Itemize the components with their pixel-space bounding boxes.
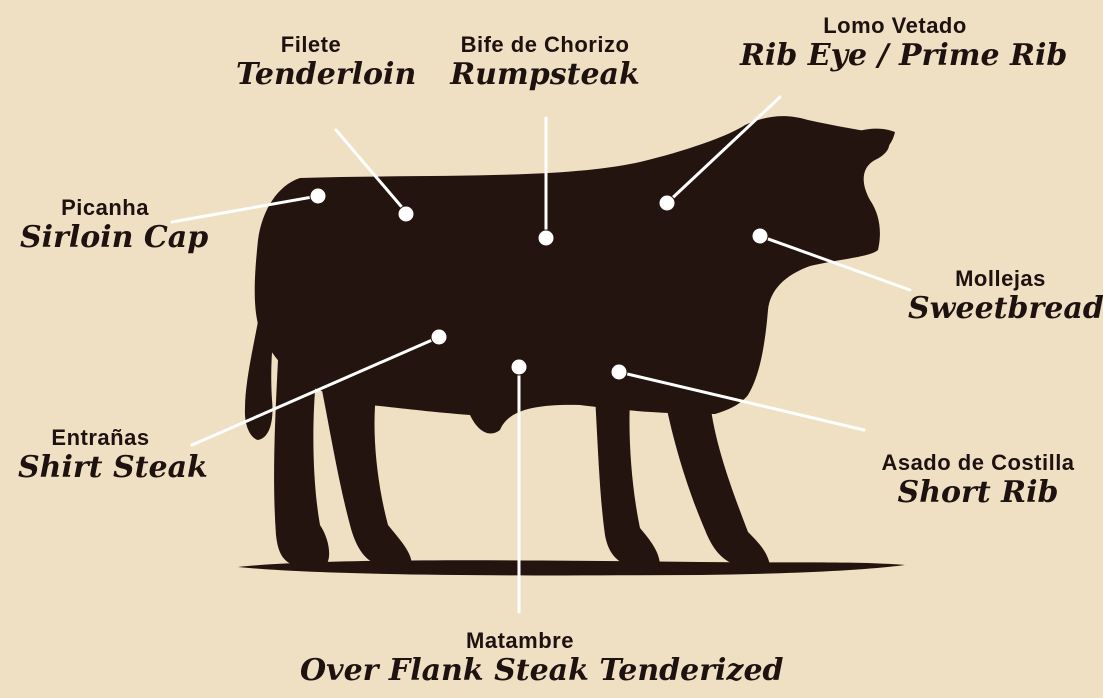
- marker-entranas: [431, 329, 447, 345]
- label-mollejas-en: Sweetbreads: [908, 294, 1093, 324]
- label-picanha-es: Picanha: [20, 197, 190, 219]
- marker-filete: [398, 206, 414, 222]
- ground-shadow: [238, 560, 905, 575]
- cow-leg-front-right: [665, 400, 770, 566]
- marker-matambre: [511, 359, 527, 375]
- cow-leg-hind-left: [274, 360, 329, 566]
- label-picanha: Picanha Sirloin Cap: [20, 197, 190, 253]
- label-lomo: Lomo Vetado Rib Eye / Prime Rib: [740, 15, 1050, 71]
- cow-leg-front-left: [595, 395, 660, 566]
- marker-picanha: [310, 188, 326, 204]
- label-lomo-en: Rib Eye / Prime Rib: [740, 41, 1050, 71]
- label-picanha-en: Sirloin Cap: [20, 223, 190, 253]
- label-bife: Bife de Chorizo Rumpsteak: [440, 34, 650, 90]
- label-asado-es: Asado de Costilla: [858, 452, 1098, 474]
- cow-body: [255, 116, 889, 433]
- marker-mollejas: [752, 228, 768, 244]
- label-mollejas-es: Mollejas: [908, 268, 1093, 290]
- label-matambre-es: Matambre: [300, 630, 740, 652]
- label-matambre: Matambre Over Flank Steak Tenderized: [300, 630, 740, 686]
- marker-bife: [538, 230, 554, 246]
- label-entranas: Entrañas Shirt Steak: [18, 427, 183, 483]
- label-filete-es: Filete: [236, 34, 386, 56]
- label-entranas-en: Shirt Steak: [18, 453, 183, 483]
- label-lomo-es: Lomo Vetado: [740, 15, 1050, 37]
- marker-asado: [611, 364, 627, 380]
- cow-silhouette: [245, 116, 895, 566]
- label-mollejas: Mollejas Sweetbreads: [908, 268, 1093, 324]
- label-entranas-es: Entrañas: [18, 427, 183, 449]
- label-filete: Filete Tenderloin: [236, 34, 386, 90]
- label-asado: Asado de Costilla Short Rib: [858, 452, 1098, 508]
- label-bife-es: Bife de Chorizo: [440, 34, 650, 56]
- label-asado-en: Short Rib: [858, 478, 1098, 508]
- label-bife-en: Rumpsteak: [440, 60, 650, 90]
- marker-lomo: [659, 195, 675, 211]
- label-filete-en: Tenderloin: [236, 60, 386, 90]
- label-matambre-en: Over Flank Steak Tenderized: [300, 656, 740, 686]
